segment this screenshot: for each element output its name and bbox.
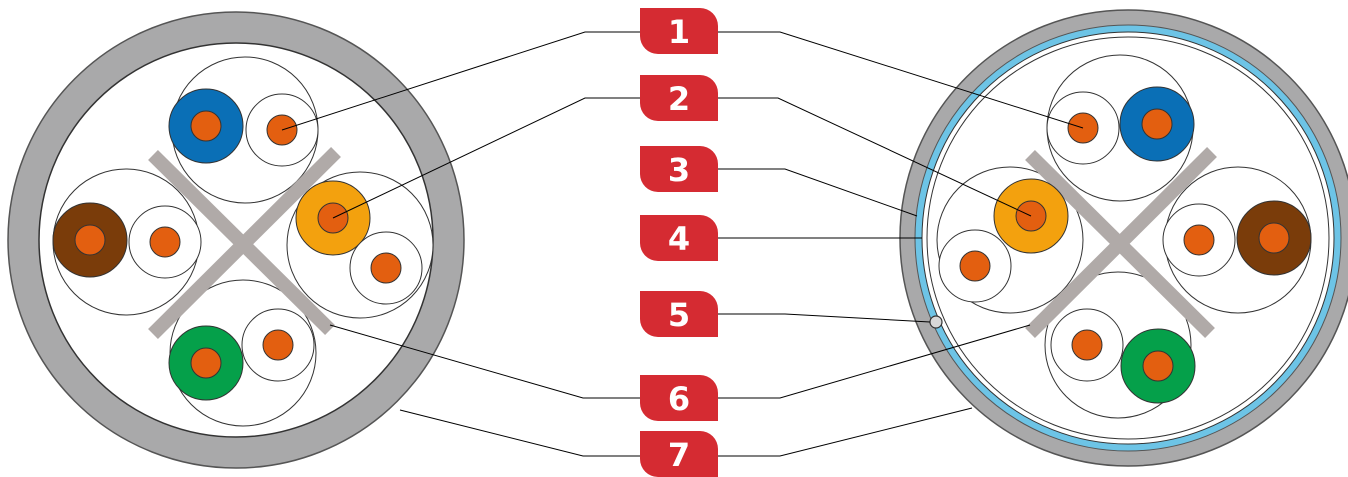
- wire-brown: [52, 202, 128, 278]
- leader-5-right: [718, 313, 931, 323]
- badge-number: 6: [668, 380, 690, 418]
- leader-7-left: [399, 409, 640, 457]
- cross-separator: [148, 147, 341, 339]
- number-badges: 1 2 3 4 5 6 7: [640, 8, 718, 477]
- wire-blue: [1119, 86, 1195, 162]
- badge-4: 4: [640, 215, 718, 261]
- leader-6-right: [718, 324, 1031, 399]
- badge-7: 7: [640, 431, 718, 477]
- badge-number: 4: [668, 220, 690, 258]
- leader-2-left: [332, 97, 640, 219]
- leader-3-right: [718, 168, 918, 217]
- wire-green: [168, 325, 244, 401]
- wire-green: [1120, 328, 1196, 404]
- leader-lines: [281, 31, 1084, 457]
- badge-number: 3: [668, 151, 690, 189]
- leader-1-right: [718, 31, 1084, 129]
- badge-number: 1: [668, 13, 690, 51]
- wire-blue: [168, 88, 244, 164]
- badge-number: 7: [668, 436, 690, 474]
- leader-2-right: [718, 97, 1032, 217]
- badge-5: 5: [640, 291, 718, 337]
- shielded-cable: [899, 9, 1348, 467]
- badge-2: 2: [640, 75, 718, 121]
- leader-7-right: [718, 407, 973, 457]
- unshielded-cable: [7, 11, 465, 469]
- wire-white-orange: [938, 229, 1012, 303]
- wire-white-brown: [1162, 203, 1236, 277]
- wire-white-brown: [128, 205, 202, 279]
- wire-white-green: [1050, 308, 1124, 382]
- badge-1: 1: [640, 8, 718, 54]
- leader-1-left: [281, 31, 640, 131]
- badge-number: 5: [668, 296, 690, 334]
- wire-white-orange: [349, 231, 423, 305]
- wire-brown: [1236, 200, 1312, 276]
- badge-number: 2: [668, 80, 690, 118]
- wire-white-green: [241, 308, 315, 382]
- drain-wire: [929, 315, 943, 329]
- badge-6: 6: [640, 375, 718, 421]
- badge-3: 3: [640, 146, 718, 192]
- leader-6-left: [329, 324, 640, 399]
- cross-separator: [1025, 147, 1217, 338]
